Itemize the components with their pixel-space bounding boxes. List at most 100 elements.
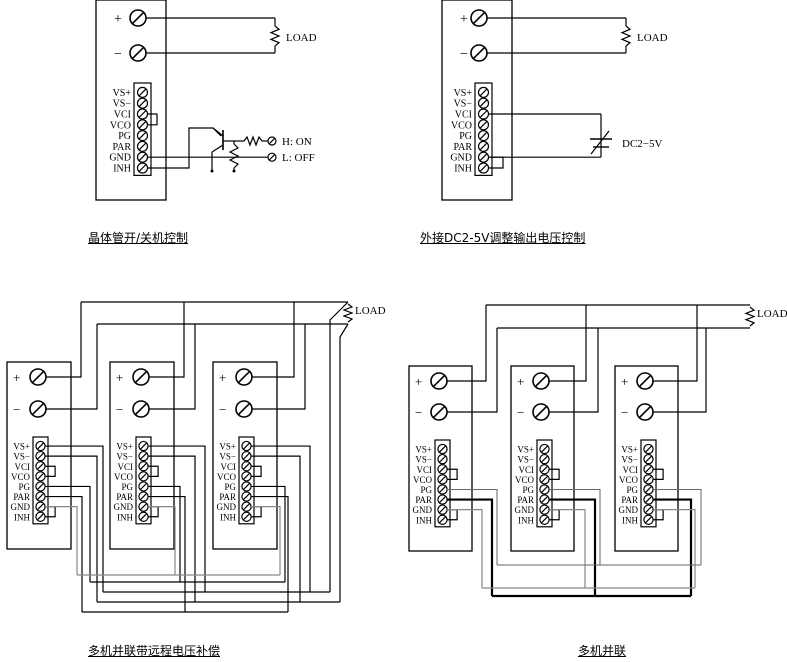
minus-sign: − [621,405,628,420]
screw-slot [540,506,549,514]
screw-slot [438,465,447,473]
pin-label: PG [522,485,534,495]
screw-slot [540,495,549,504]
pin-inh [643,514,654,525]
pin-label: PAR [621,495,638,505]
pg-wire [549,488,601,565]
pin-vci [477,108,490,120]
off-terminal [267,152,277,162]
pin-label: GND [114,502,134,512]
screw-slot [36,472,45,480]
module-frame [95,0,167,201]
screw-slot [534,405,548,419]
pin-label: GND [11,502,31,512]
pin-vsplus [136,86,149,99]
pin-label: VS− [113,99,132,110]
caption-transistor-control: 晶体管开/关机控制 [88,231,189,245]
vci-vco-jumper [45,465,56,477]
pin-label: VS+ [517,445,534,455]
screw-slot [242,503,251,511]
screw-slot [36,442,45,450]
pin-pg [477,130,490,142]
pin-label: GND [450,153,472,164]
off-label: L: OFF [282,152,315,164]
screw-slot [138,110,147,118]
screw-slot [644,516,653,524]
screw-slot [644,475,653,483]
pin-label: VS+ [415,445,432,455]
pin-pg [643,484,654,495]
pin-vsplus [643,443,654,455]
base-resistor [243,135,263,147]
screw-slot [31,370,45,384]
pin-vco [643,474,654,485]
screw-slot [134,370,148,384]
pin-label: VCI [417,465,433,475]
pin-label: VS+ [13,442,30,452]
gnd-wire [653,509,696,588]
load-resistor [269,25,281,47]
pin-inh [241,511,252,522]
screw-slot [242,442,251,450]
gnd-wire [148,506,176,575]
screw-slot [438,455,447,463]
pin-vci [35,461,46,472]
pin-label: PAR [415,495,432,505]
screw-slot [36,452,45,460]
vs-minus-wire [45,455,98,602]
pin-label: VCO [11,472,31,482]
vci-vco-jumper [147,113,158,126]
pin-vco [437,474,448,485]
pin-vco [35,471,46,482]
plus-sign: + [415,374,422,389]
pin-pg [539,484,550,495]
pin-vsminus [136,97,149,109]
pin-vco [138,471,149,482]
screw-slot [479,110,488,118]
pin-label: VCO [451,120,472,131]
screw-slot [138,153,147,162]
screw-slot [638,374,652,388]
vci-vco-jumper [549,468,560,480]
pin-vsminus [539,453,550,465]
pin-label: VS− [13,452,30,462]
screw-slot [479,120,488,129]
screw-slot [138,142,147,151]
minus-terminal [132,400,150,418]
pin-vci [241,461,252,472]
screw-slot [644,465,653,473]
sense-minus-bus [339,323,349,602]
pin-par [136,140,149,152]
pin-label: GND [109,153,131,164]
screw-slot [242,472,251,480]
vs-minus-wire [251,455,301,602]
vs-plus-wire [251,445,311,592]
minus-terminal [430,403,448,421]
vci-vco-jumper [447,468,458,480]
par-wire [549,498,597,596]
screw-slot [438,516,447,524]
pin-vsplus [241,440,252,452]
pin-label: GND [217,502,237,512]
screw-slot [138,131,147,140]
pin-vco [539,474,550,485]
pin-inh [138,511,149,522]
pin-inh [539,514,550,525]
pin-vci [437,464,448,475]
pin-par [241,491,252,502]
pin-vsminus [138,450,149,462]
pin-par [477,140,490,152]
screw-slot [479,164,488,172]
pin-label: PG [118,131,131,142]
gnd-wire [251,506,281,575]
screw-slot [139,492,148,501]
plus-wire [252,302,295,378]
pin-label: VCO [110,120,131,131]
pin-gnd [539,504,550,515]
screw-slot [242,482,251,491]
vs-minus-wire [148,455,196,602]
vs-plus-wire [45,445,104,592]
pin-pg [241,481,252,492]
